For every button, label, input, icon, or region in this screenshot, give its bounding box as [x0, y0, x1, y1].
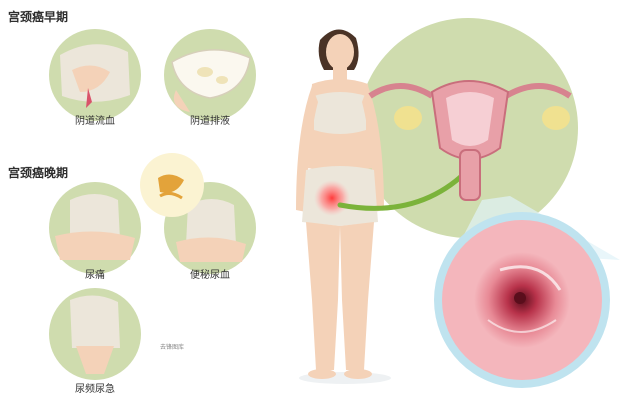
- late-stage-heading: 宫颈癌晚期: [8, 166, 69, 180]
- cervix-lesion-magnified-illustration: [434, 212, 610, 388]
- uterus-anatomy-illustration: [368, 80, 572, 201]
- symptom-label-constipation-hematuria: 便秘尿血: [190, 270, 230, 281]
- symptom-label-painful-urination: 尿痛: [85, 270, 105, 281]
- arrow-to-anatomy: [337, 165, 473, 211]
- urinary-frequency-illustration: [49, 288, 141, 380]
- vaginal-discharge-pad-illustration: [164, 29, 256, 121]
- symptom-label-vaginal-discharge: 阴道排液: [190, 116, 230, 127]
- painful-urination-illustration: [49, 182, 141, 274]
- vaginal-bleeding-illustration: [49, 29, 141, 121]
- symptom-label-vaginal-bleeding: 阴道流血: [75, 116, 115, 127]
- woman-figure-illustration: [296, 29, 391, 384]
- pelvic-hotspot: [314, 180, 350, 216]
- early-stage-heading: 宫颈癌早期: [8, 10, 69, 24]
- watermark: 去锋图库: [160, 344, 185, 351]
- symptom-label-urinary-frequency: 尿频尿急: [75, 384, 115, 395]
- constipation-hematuria-illustration: [140, 153, 256, 274]
